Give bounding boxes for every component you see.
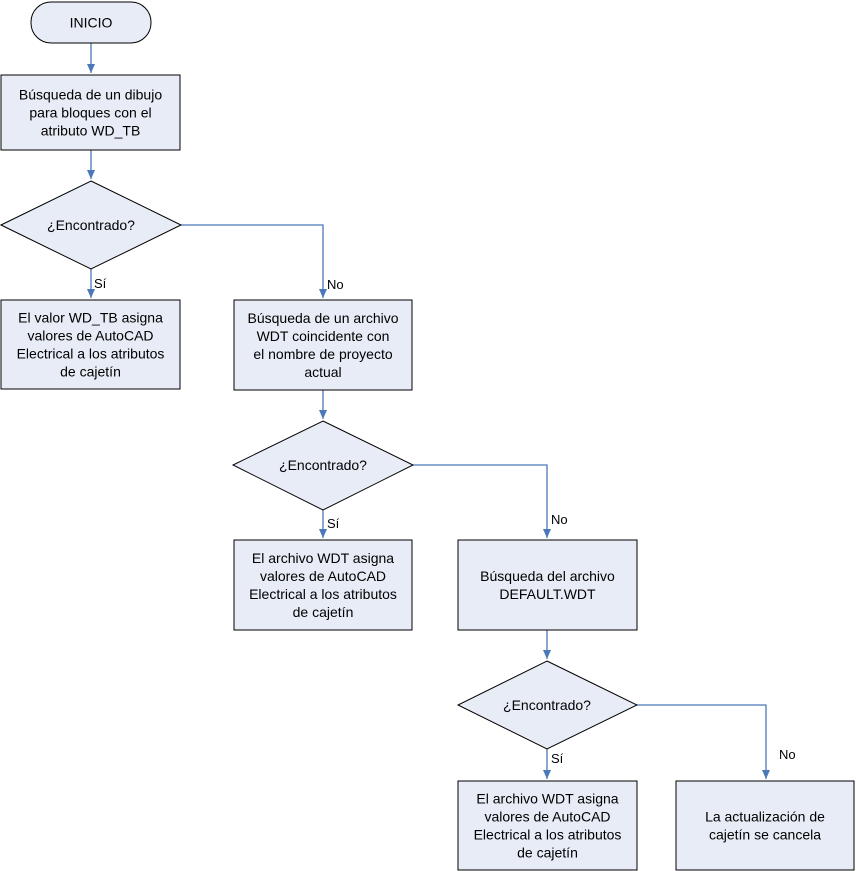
node-start-text-line-1: INICIO [70,15,113,31]
node-wdtb-assign-text-line-4: de cajetín [60,364,121,380]
edge-label-no-3: No [779,747,796,762]
node-cancel-text: La actualización de cajetín se cancela [705,809,825,843]
node-search-drawing-text-line-1: Búsqueda de un dibujo [19,87,162,103]
node-search-wdt-text-line-3: el nombre de proyecto [253,346,393,362]
edge-label-no-2: No [551,512,568,527]
node-wdt-assign-2-text-line-2: valores de AutoCAD [484,809,610,825]
node-wdt-assign-1-text-line-4: de cajetín [293,604,354,620]
node-wdt-assign-2: El archivo WDT asigna valores de AutoCAD E… [457,780,638,871]
node-cancel: La actualización de cajetín se cancela [675,780,855,871]
node-wdt-assign-1-text-line-3: Electrical a los atributos [249,586,397,602]
edge-label-yes-2: Sí [327,516,340,531]
node-wdt-assign-1: El archivo WDT asigna valores de AutoCAD E… [233,539,413,631]
node-wdt-assign-2-text: El archivo WDT asigna valores de AutoCAD E… [474,791,622,861]
node-decision-1: ¿Encontrado? [0,180,183,270]
node-wdt-assign-1-text-line-2: valores de AutoCAD [260,568,386,584]
node-wdt-assign-2-text-line-1: El archivo WDT asigna [476,791,618,807]
edge-label-no-1: No [327,277,344,292]
node-decision-3-text: ¿Encontrado? [503,697,591,713]
edge-label-yes-1: Sí [94,276,107,291]
node-wdt-assign-2-text-line-4: de cajetín [517,845,578,861]
node-decision-2-text-line-1: ¿Encontrado? [279,457,367,473]
node-wdtb-assign-text-line-1: El valor WD_TB asigna [18,310,163,326]
node-search-wdt-text-line-2: WDT coincidente con [257,328,390,344]
node-wdtb-assign-text-line-2: valores de AutoCAD [27,328,153,344]
node-wdt-assign-2-text-line-3: Electrical a los atributos [474,827,622,843]
node-decision-3: ¿Encontrado? [456,660,639,750]
edge-decision-3-no [637,704,770,779]
edges [87,43,770,779]
node-decision-2: ¿Encontrado? [231,420,415,511]
edge-labels: Sí No Sí No Sí No [94,276,796,766]
node-search-drawing-text: Búsqueda de un dibujo para bloques con el… [19,87,162,139]
node-wdtb-assign-text: El valor WD_TB asigna valores de AutoCAD E… [17,310,165,380]
node-search-drawing-text-line-2: para bloques con el [29,105,151,121]
node-search-default-text-line-2: DEFAULT.WDT [499,586,596,602]
node-wdt-assign-1-text: El archivo WDT asigna valores de AutoCAD E… [249,550,397,620]
node-search-wdt-text-line-1: Búsqueda de un archivo [248,310,399,326]
node-wdt-assign-1-text-line-1: El archivo WDT asigna [252,550,394,566]
edge-decision-2-no [413,464,551,538]
edge-label-yes-3: Sí [551,751,564,766]
node-decision-3-text-line-1: ¿Encontrado? [503,697,591,713]
edge-decision-1-no [181,224,327,298]
node-start: INICIO [30,1,152,44]
node-wdtb-assign: El valor WD_TB asigna valores de AutoCAD E… [0,299,181,390]
node-search-wdt-text-line-4: actual [304,364,341,380]
node-decision-1-text-line-1: ¿Encontrado? [47,217,135,233]
node-cancel-text-line-2: cajetín se cancela [709,827,821,843]
node-decision-2-text: ¿Encontrado? [279,457,367,473]
node-search-drawing-text-line-3: atributo WD_TB [41,123,141,139]
node-cancel-text-line-1: La actualización de [705,809,825,825]
node-search-drawing: Búsqueda de un dibujo para bloques con el… [0,74,181,151]
node-start-text: INICIO [70,15,113,31]
node-wdtb-assign-text-line-3: Electrical a los atributos [17,346,165,362]
node-search-default-text-line-1: Búsqueda del archivo [480,568,615,584]
node-decision-1-text: ¿Encontrado? [47,217,135,233]
